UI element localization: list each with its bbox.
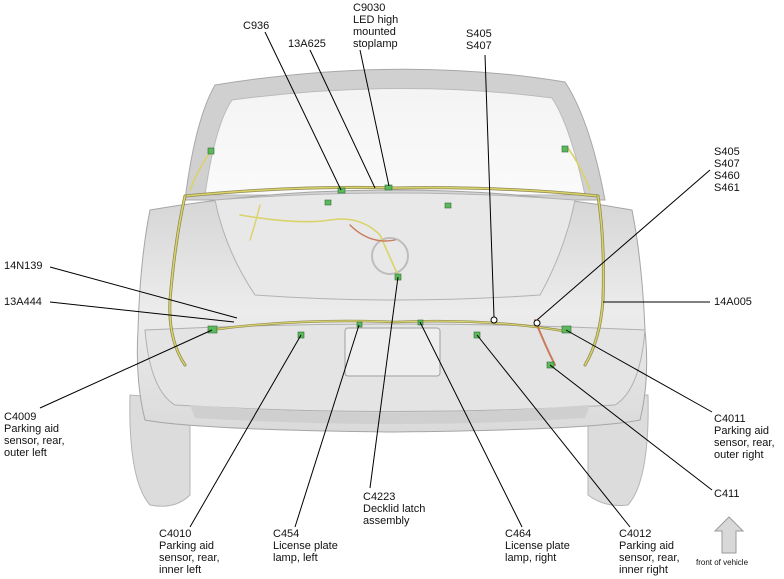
label-c4012-line-3: sensor, rear, — [619, 552, 680, 564]
label-s405-top-line-2: S407 — [466, 40, 492, 52]
harness-decklid-branch — [249, 204, 261, 241]
leader-c4223 — [369, 276, 399, 489]
connector-right-pillar — [561, 145, 569, 153]
label-s405-right-line-1: S405 — [714, 146, 740, 158]
label-13a625-line-1: 13A625 — [288, 38, 326, 50]
leader-c4010 — [189, 334, 302, 528]
harness-bumper-inner — [209, 320, 571, 333]
label-c4223: C4223 Decklid latch assembly — [363, 491, 425, 527]
harness-decklid — [239, 214, 401, 281]
label-14a005-line-1: 14A005 — [714, 296, 752, 308]
connector-upper-right — [444, 202, 452, 209]
label-c454-line-3: lamp, left — [273, 552, 318, 564]
leader-c4012 — [476, 334, 631, 528]
leader-c4011 — [565, 329, 713, 413]
label-c464-line-2: License plate — [505, 540, 570, 552]
label-s405-right-line-4: S461 — [714, 182, 740, 194]
label-c4009-line-2: Parking aid — [4, 423, 60, 435]
leader-c411 — [549, 364, 713, 491]
leader-14n139 — [49, 266, 238, 319]
label-c464-line-3: lamp, right — [505, 552, 557, 564]
label-c4011-line-2: Parking aid — [714, 425, 770, 437]
lower-valance — [190, 405, 590, 424]
label-13a625: 13A625 — [288, 38, 326, 50]
label-c9030-line-4: stoplamp — [353, 38, 398, 50]
leader-lines — [39, 31, 713, 528]
label-c411-line-1: C411 — [714, 488, 740, 500]
front-of-vehicle-label: front of vehicle — [696, 558, 749, 567]
label-c4009-line-1: C4009 — [4, 411, 37, 423]
label-c4223-line-3: assembly — [363, 515, 410, 527]
label-c9030-line-1: C9030 — [353, 2, 386, 14]
splice-s405-top — [490, 316, 498, 324]
label-c936-line-1: C936 — [243, 20, 270, 32]
leader-13a625 — [309, 49, 376, 189]
splice-s405-right — [533, 319, 541, 327]
label-c4010-line-1: C4010 — [159, 528, 192, 540]
label-c464-line-1: C464 — [505, 528, 532, 540]
label-s405-right-line-2: S407 — [714, 158, 740, 170]
label-c4012-line-1: C4012 — [619, 528, 652, 540]
label-14n139-line-1: 14N139 — [4, 260, 43, 272]
label-c936: C936 — [243, 20, 269, 32]
label-c4010-line-2: Parking aid — [159, 540, 215, 552]
label-c4012-line-2: Parking aid — [619, 540, 675, 552]
harness-upper-inner — [184, 186, 599, 197]
label-c4011: C4011 Parking aid sensor, rear, outer ri… — [714, 413, 775, 461]
label-c4223-line-2: Decklid latch — [363, 503, 426, 515]
label-13a444: 13A444 — [4, 296, 42, 308]
license-plate-recess — [344, 327, 441, 377]
label-c4011-line-4: outer right — [714, 449, 764, 461]
label-c454: C454 License plate lamp, left — [273, 528, 338, 564]
label-c4010-line-4: inner left — [159, 564, 202, 576]
label-c4012: C4012 Parking aid sensor, rear, inner ri… — [619, 528, 680, 576]
connector-upper-left — [324, 199, 332, 206]
rear-window — [204, 88, 586, 196]
decklid — [214, 192, 576, 301]
harness-right-pillar — [567, 147, 591, 191]
label-s405-top: S405 S407 — [466, 28, 492, 52]
connector-c4009 — [207, 325, 218, 334]
label-c9030: C9030 LED high mounted stoplamp — [353, 2, 398, 50]
leader-c454 — [294, 324, 360, 528]
label-c4223-line-1: C4223 — [363, 491, 396, 503]
label-c4009-line-3: sensor, rear, — [4, 435, 65, 447]
label-c454-line-2: License plate — [273, 540, 338, 552]
leader-c4009 — [39, 329, 213, 409]
label-c4009-line-4: outer left — [4, 447, 47, 459]
leader-s405-right — [536, 169, 711, 321]
harness-accent — [349, 224, 396, 242]
label-s405-right: S405 S407 S460 S461 — [714, 146, 740, 194]
label-c464: C464 License plate lamp, right — [505, 528, 570, 564]
connector-c4011 — [561, 325, 572, 334]
leader-s405-top — [484, 54, 495, 318]
label-c411: C411 — [714, 488, 739, 500]
leader-c9030 — [359, 49, 390, 187]
label-c4010-line-3: sensor, rear, — [159, 552, 220, 564]
leader-c464 — [419, 321, 523, 528]
label-14n139: 14N139 — [4, 260, 43, 272]
label-c4011-line-3: sensor, rear, — [714, 437, 775, 449]
label-c9030-line-3: mounted — [353, 26, 396, 38]
label-14a005: 14A005 — [714, 296, 752, 308]
vehicle-body — [129, 68, 649, 507]
leader-c936 — [264, 31, 342, 191]
decklid-latch-outline — [371, 237, 409, 275]
leader-13a444 — [49, 301, 235, 323]
label-s405-right-line-3: S460 — [714, 170, 740, 182]
label-c4011-line-1: C4011 — [714, 413, 746, 425]
connector-c454 — [356, 321, 363, 328]
connector-left-pillar — [207, 147, 215, 155]
label-c9030-line-2: LED high — [353, 14, 399, 26]
connector-c936 — [337, 187, 346, 194]
label-c4010: C4010 Parking aid sensor, rear, inner le… — [159, 528, 220, 576]
label-13a444-line-1: 13A444 — [4, 296, 42, 308]
label-c4012-line-4: inner right — [619, 564, 668, 576]
label-c454-line-1: C454 — [273, 528, 300, 540]
label-c4009: C4009 Parking aid sensor, rear, outer le… — [4, 411, 65, 459]
front-of-vehicle-arrow — [713, 516, 745, 554]
harness-right-side-inner — [584, 195, 605, 366]
label-s405-top-line-1: S405 — [466, 28, 492, 40]
